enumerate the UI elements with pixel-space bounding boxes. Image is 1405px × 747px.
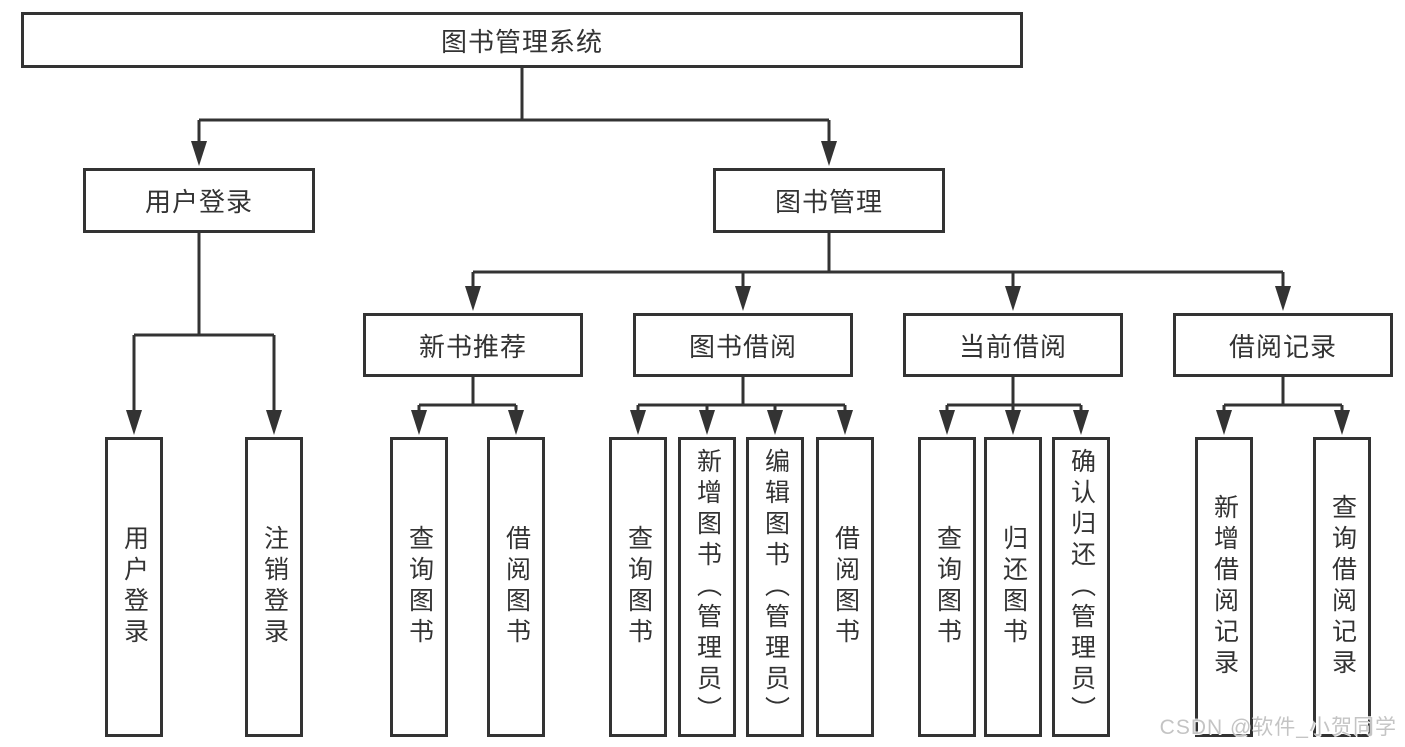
node-borrow-records: 借阅记录 (1173, 313, 1393, 377)
node-book-borrow: 图书借阅 (633, 313, 853, 377)
connector-login-to-leaves (132, 233, 276, 412)
node-root-label: 图书管理系统 (440, 26, 603, 57)
node-book-management-branch-label: 图书管理 (774, 187, 883, 217)
node-book-borrow-label: 图书借阅 (688, 331, 797, 362)
leaf-records-query-record-label: 查询借阅记录 (1328, 494, 1357, 680)
leaf-current-return-books-label: 归还图书 (999, 525, 1028, 649)
leaf-records-add-record: 新增借阅记录 (1195, 437, 1253, 737)
connector-records-to-leaves (1222, 377, 1344, 412)
leaf-borrow-edit-books-admin-label: 编辑图书（管理员） (761, 447, 790, 727)
leaf-borrow-query-books: 查询图书 (609, 437, 667, 737)
leaf-recommend-query-books: 查询图书 (390, 437, 448, 737)
node-current-borrow: 当前借阅 (903, 313, 1123, 377)
node-root: 图书管理系统 (21, 12, 1023, 68)
leaf-records-add-record-label: 新增借阅记录 (1210, 494, 1239, 680)
leaf-recommend-borrow-books-label: 借阅图书 (502, 525, 531, 649)
leaf-borrow-edit-books-admin: 编辑图书（管理员） (746, 437, 804, 737)
node-current-borrow-label: 当前借阅 (958, 331, 1067, 362)
leaf-recommend-borrow-books: 借阅图书 (487, 437, 545, 737)
leaf-current-return-books: 归还图书 (984, 437, 1042, 737)
leaf-current-query-books: 查询图书 (918, 437, 976, 737)
connector-current-to-leaves (945, 377, 1083, 412)
leaf-records-query-record: 查询借阅记录 (1313, 437, 1371, 737)
leaf-borrow-query-books-label: 查询图书 (624, 525, 653, 649)
leaf-current-query-books-label: 查询图书 (933, 525, 962, 649)
node-user-login-branch: 用户登录 (83, 168, 315, 233)
leaf-current-confirm-return-admin-label: 确认归还（管理员） (1067, 447, 1096, 727)
node-borrow-records-label: 借阅记录 (1228, 331, 1337, 362)
leaf-user-login-label: 用户登录 (120, 525, 149, 649)
leaf-borrow-add-books-admin: 新增图书（管理员） (678, 437, 736, 737)
node-user-login-branch-label: 用户登录 (144, 187, 253, 217)
node-new-book-recommend: 新书推荐 (363, 313, 583, 377)
leaf-borrow-add-books-admin-label: 新增图书（管理员） (693, 447, 722, 727)
connector-borrow-to-leaves (636, 377, 847, 412)
watermark: CSDN @软件_小贺同学 (1159, 716, 1397, 739)
connector-root-to-level2 (197, 68, 831, 143)
node-book-management-branch: 图书管理 (713, 168, 945, 233)
leaf-user-login: 用户登录 (105, 437, 163, 737)
leaf-recommend-query-books-label: 查询图书 (405, 525, 434, 649)
leaf-logout-label: 注销登录 (260, 525, 289, 649)
leaf-current-confirm-return-admin: 确认归还（管理员） (1052, 437, 1110, 737)
node-new-book-recommend-label: 新书推荐 (418, 331, 527, 362)
leaf-borrow-borrow-books-label: 借阅图书 (831, 525, 860, 649)
leaf-logout: 注销登录 (245, 437, 303, 737)
leaf-borrow-borrow-books: 借阅图书 (816, 437, 874, 737)
connector-recommend-to-leaves (417, 377, 518, 412)
arrowheads (126, 141, 1350, 435)
connector-management-to-level3 (471, 233, 1285, 288)
